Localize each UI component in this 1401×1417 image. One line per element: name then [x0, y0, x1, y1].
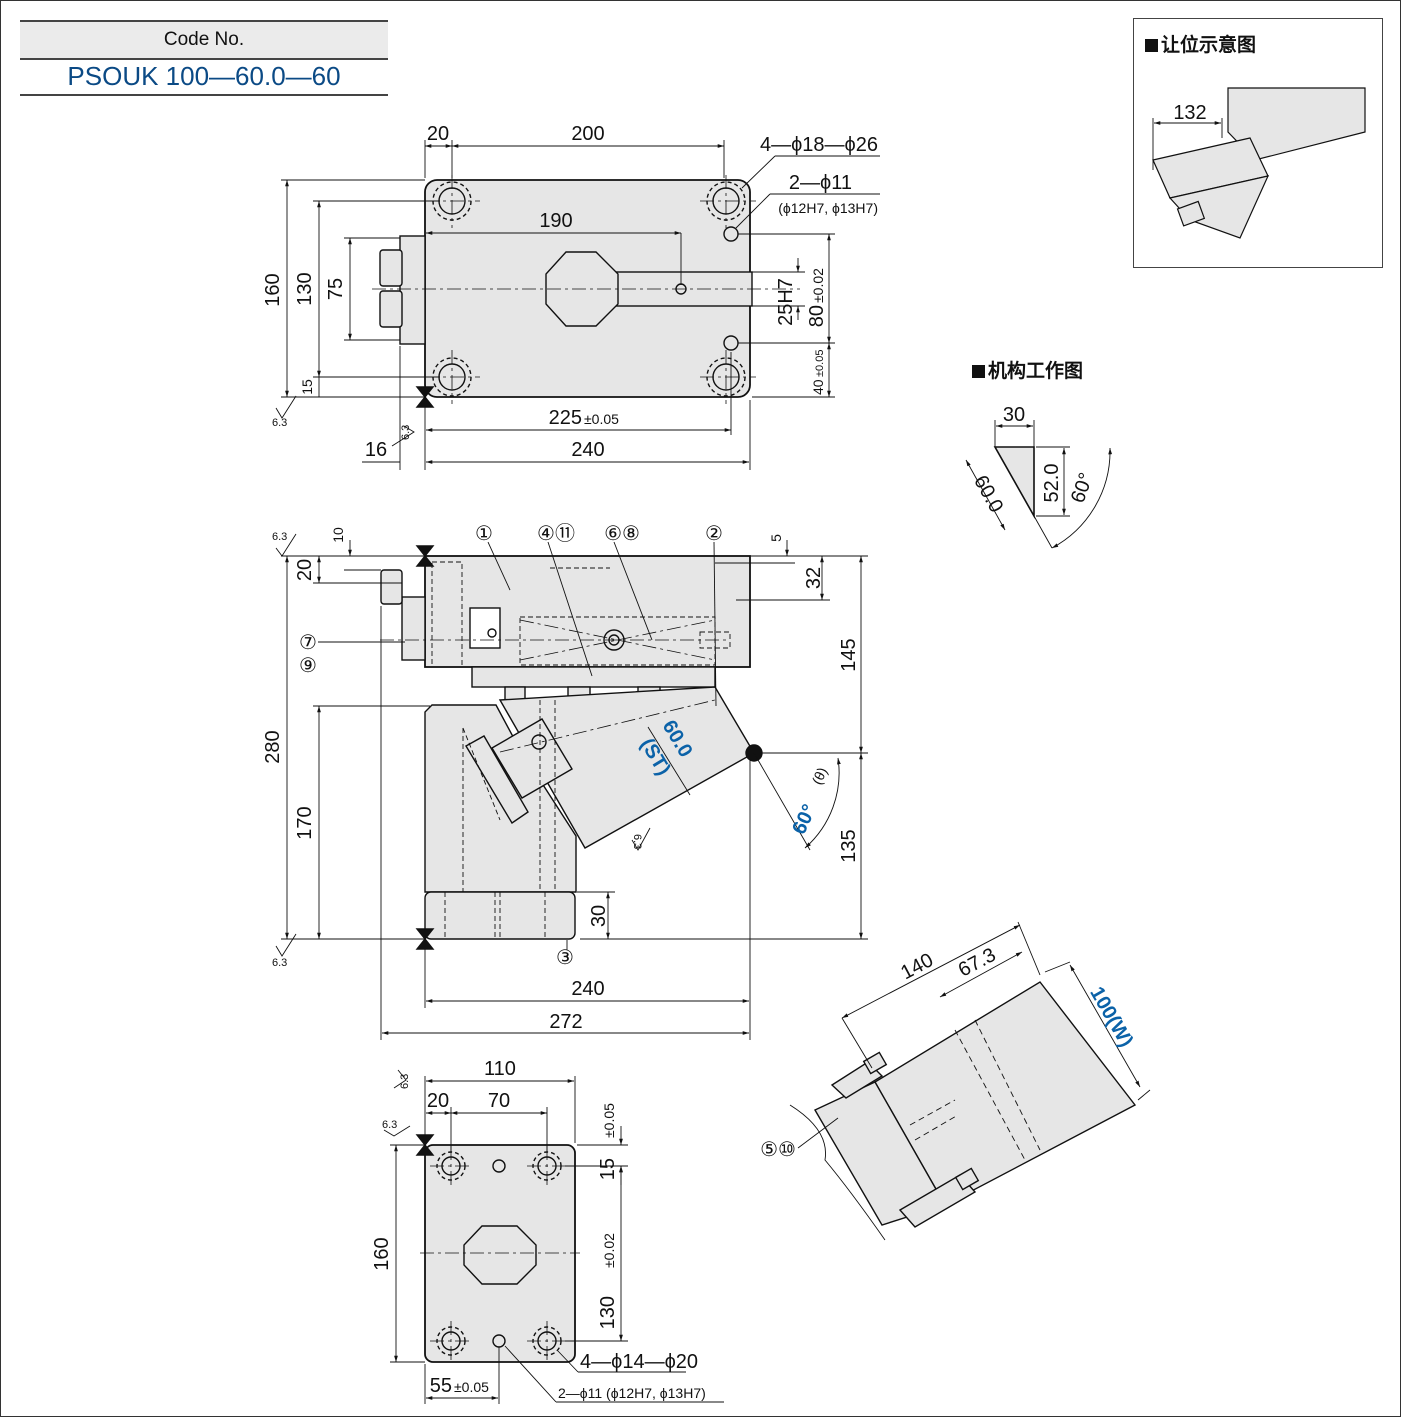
dim-mech-52: 52.0	[1041, 464, 1063, 503]
hole-callout-top-b: 2—ϕ11	[789, 172, 852, 194]
tol-bottom-130: ±0.02	[601, 1233, 617, 1268]
hole-callout-bottom-a: 4—ϕ14—ϕ20	[580, 1351, 698, 1373]
tol-top-225: ±0.05	[584, 411, 619, 427]
code-number-header: Code No.	[20, 20, 388, 60]
mechanism-sketch	[965, 420, 1113, 549]
hole-callout-bottom-b: 2—ϕ11 (ϕ12H7, ϕ13H7)	[558, 1385, 706, 1401]
tol-top-40: ±0.05	[814, 350, 826, 377]
dim-top-240: 240	[571, 439, 604, 461]
dim-mech-angle: 60°	[1067, 470, 1098, 506]
dim-top-80: 80	[806, 305, 828, 327]
dim-bottom-55: 55	[430, 1375, 452, 1397]
dim-bottom-15: 15	[597, 1158, 619, 1180]
clearance-sketch	[1152, 87, 1366, 239]
tol-top-80: ±0.02	[810, 268, 826, 303]
tol-bottom-15: ±0.05	[601, 1103, 617, 1138]
dim-bottom-160: 160	[371, 1237, 393, 1270]
dim-top-190: 190	[539, 210, 572, 232]
dim-front-280: 280	[262, 730, 284, 763]
dim-iso-width: 100(W)	[1085, 983, 1137, 1051]
part-label-1: ①	[475, 523, 493, 545]
roughness-front-top: 6.3	[272, 531, 287, 543]
part-label-3: ③	[556, 947, 574, 969]
roughness-front-bottom: 6.3	[272, 957, 287, 969]
front-view	[275, 533, 868, 1040]
dim-top-160: 160	[262, 273, 284, 306]
part-label-2: ②	[705, 523, 723, 545]
part-label-7: ⑦	[299, 632, 317, 654]
bottom-view	[383, 1069, 724, 1404]
bottom-view-labels: 110 20 70 15 ±0.05 130 ±0.02 160 55 ±0.0…	[371, 1058, 706, 1401]
dim-mech-30: 30	[1003, 404, 1025, 426]
dim-front-20: 20	[294, 559, 316, 581]
dim-top-225: 225	[549, 407, 582, 429]
dim-top-130: 130	[294, 272, 316, 305]
dim-bottom-20: 20	[427, 1090, 449, 1112]
clearance-inset	[1133, 18, 1383, 268]
dim-clearance-132: 132	[1173, 102, 1206, 124]
dim-mech-60: 60.0	[969, 472, 1007, 517]
part-label-9: ⑨	[299, 655, 317, 677]
dim-front-5: 5	[768, 534, 784, 542]
dim-front-angle-symbol: (θ)	[809, 765, 831, 787]
dim-top-16: 16	[365, 439, 387, 461]
mechanism-caption: 机构工作图	[972, 356, 1083, 383]
dim-top-75: 75	[325, 278, 347, 300]
roughness-bottom-side: 6.3	[382, 1119, 397, 1131]
dim-front-angle: 60°	[788, 801, 821, 838]
part-label-6-8: ⑥⑧	[604, 523, 640, 545]
dim-front-30: 30	[588, 905, 610, 927]
hole-callout-top-a: 4—ϕ18—ϕ26	[760, 134, 878, 156]
dim-top-20: 20	[427, 123, 449, 145]
dim-top-200: 200	[571, 123, 604, 145]
dim-top-15: 15	[299, 379, 315, 395]
square-bullet-icon	[972, 365, 985, 378]
dim-iso-67-3: 67.3	[955, 944, 1000, 982]
dim-front-32: 32	[803, 567, 825, 589]
isometric-view	[789, 921, 1151, 1241]
code-number-value: PSOUK 100—60.0—60	[20, 58, 388, 96]
front-view-labels: 10 20 280 170 5 32 145 135 30 240 272 60…	[262, 522, 860, 1033]
dim-bottom-110: 110	[484, 1058, 516, 1080]
dim-top-40: 40	[810, 379, 826, 395]
square-bullet-icon	[1145, 39, 1158, 52]
dim-front-145: 145	[838, 638, 860, 671]
dim-iso-140: 140	[897, 949, 937, 984]
dim-front-240: 240	[571, 978, 604, 1000]
top-view	[275, 140, 880, 470]
roughness-front-slide: 6.3	[631, 834, 643, 849]
dim-top-25h7: 25H7	[775, 278, 797, 326]
dim-bottom-70: 70	[488, 1090, 510, 1112]
part-label-5-10: ⑤⑩	[760, 1139, 796, 1161]
dim-front-170: 170	[294, 806, 316, 839]
dim-front-135: 135	[838, 829, 860, 862]
clearance-caption: 让位示意图	[1145, 30, 1256, 57]
hole-callout-top-b2: (ϕ12H7, ϕ13H7)	[778, 200, 878, 216]
roughness-bottom-top: 6.3	[399, 1074, 411, 1089]
tol-bottom-55: ±0.05	[454, 1379, 489, 1395]
dim-bottom-130: 130	[597, 1296, 619, 1329]
dim-front-272: 272	[549, 1011, 582, 1033]
part-label-4-11: ④⑪	[537, 522, 575, 545]
top-view-labels: 20 200 190 160 130 75 15 225 ±0.05 240 1…	[262, 123, 878, 461]
roughness-top-bottom: 6.3	[400, 425, 412, 440]
roughness-top-left: 6.3	[272, 417, 287, 429]
dim-front-10: 10	[330, 527, 346, 543]
